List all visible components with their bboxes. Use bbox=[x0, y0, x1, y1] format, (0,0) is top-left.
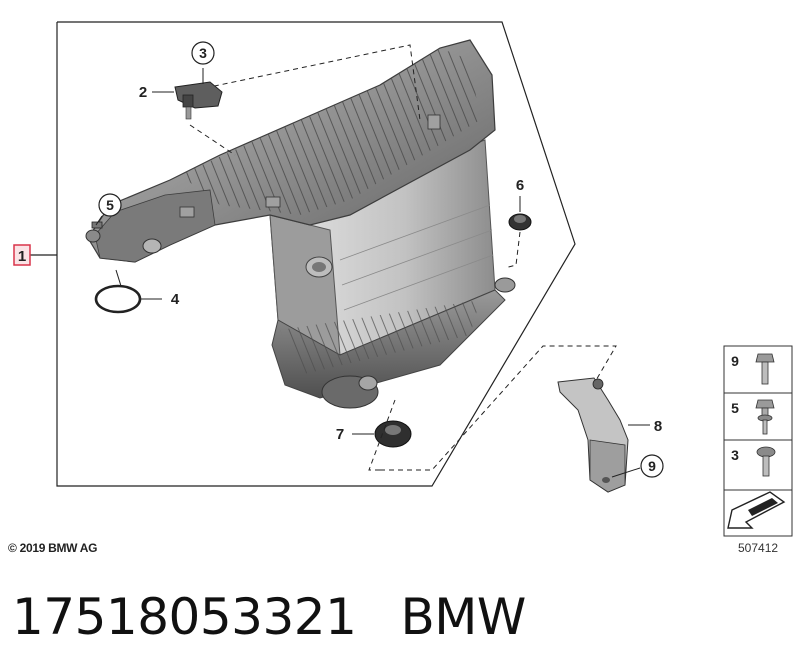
callout-9-label: 9 bbox=[648, 458, 656, 474]
callout-5[interactable]: 5 bbox=[98, 193, 122, 217]
fastener-row-9[interactable]: 9 bbox=[731, 353, 775, 385]
callout-9[interactable]: 9 bbox=[640, 454, 664, 478]
bolt-icon bbox=[755, 353, 775, 385]
parts-diagram: 1 2 3 4 5 6 7 8 9 9 bbox=[13, 21, 793, 537]
callout-8-label: 8 bbox=[654, 418, 662, 435]
bracket-dashed-region bbox=[380, 345, 617, 471]
pressure-sensor bbox=[174, 68, 223, 120]
torx-screw-icon bbox=[756, 446, 776, 477]
arrow-reference-icon bbox=[727, 491, 786, 529]
callout-1-label: 1 bbox=[18, 248, 26, 265]
fastener-row-9-label: 9 bbox=[731, 353, 739, 369]
callout-8[interactable]: 8 bbox=[654, 418, 662, 435]
callout-6-label: 6 bbox=[516, 177, 524, 194]
callout-3-label: 3 bbox=[199, 45, 207, 61]
callout-4[interactable]: 4 bbox=[171, 291, 180, 308]
part-number: 17518053321 bbox=[12, 588, 357, 646]
part-footer: 17518053321 BMW bbox=[12, 588, 526, 646]
screw-5-part bbox=[91, 215, 103, 229]
fastener-row-5-label: 5 bbox=[731, 400, 739, 416]
grommet-6 bbox=[504, 196, 532, 269]
fastener-panel: 9 5 3 bbox=[723, 345, 793, 537]
lower-housing bbox=[271, 277, 516, 409]
screw-icon bbox=[755, 399, 775, 435]
copyright-notice: © 2019 BMW AG bbox=[8, 541, 98, 555]
intake-manifold bbox=[85, 39, 496, 263]
callout-4-label: 4 bbox=[171, 291, 180, 308]
fastener-row-3-label: 3 bbox=[731, 447, 739, 463]
callout-3[interactable]: 3 bbox=[191, 41, 215, 65]
callout-6[interactable]: 6 bbox=[516, 177, 524, 194]
intercooler-core bbox=[269, 139, 496, 356]
sensor-leader-dashed bbox=[189, 44, 421, 156]
callout-2-label: 2 bbox=[139, 84, 147, 101]
grommet-7 bbox=[352, 399, 412, 471]
fastener-row-3[interactable]: 3 bbox=[731, 446, 776, 477]
callout-7-label: 7 bbox=[336, 426, 344, 443]
fastener-row-5[interactable]: 5 bbox=[731, 399, 775, 435]
callout-1[interactable]: 1 bbox=[13, 244, 31, 266]
callout-2[interactable]: 2 bbox=[139, 84, 174, 101]
bracket-8 bbox=[557, 377, 650, 493]
diagram-number: 507412 bbox=[738, 541, 779, 555]
callout-5-label: 5 bbox=[106, 197, 114, 213]
seal-ring bbox=[94, 269, 162, 314]
callout-7[interactable]: 7 bbox=[336, 426, 344, 443]
brand-name: BMW bbox=[400, 588, 526, 646]
assembly-outline bbox=[30, 21, 576, 487]
